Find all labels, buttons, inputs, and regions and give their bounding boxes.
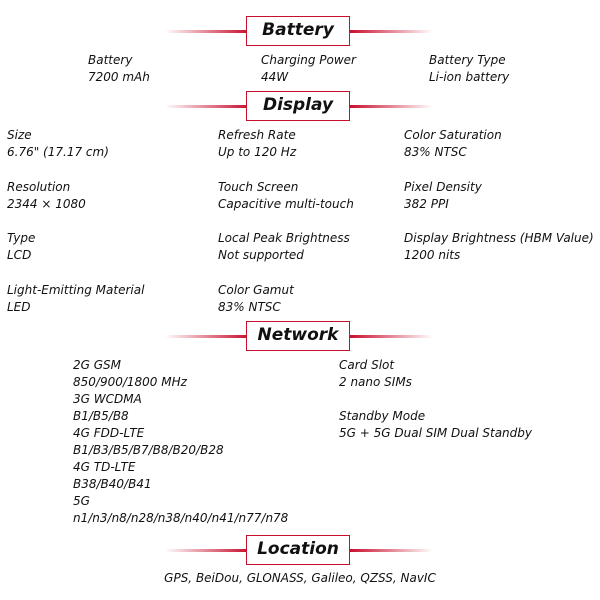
spec-value: Not supported [218, 248, 304, 262]
spec-label: Color Saturation [404, 128, 502, 142]
band-line: 850/900/1800 MHz [73, 375, 187, 389]
spec-charging-power: Charging Power 44W [261, 52, 356, 86]
spec-label: Color Gamut [218, 283, 294, 297]
divider-right [350, 335, 433, 338]
spec-label: Type [7, 231, 36, 245]
divider-left [165, 335, 248, 338]
band-line: n1/n3/n8/n28/n38/n40/n41/n77/n78 [73, 511, 289, 525]
band-line: 5G [73, 494, 90, 508]
spec-label: Refresh Rate [218, 128, 296, 142]
band-line: B38/B40/B41 [73, 477, 152, 491]
network-bands-list: 2G GSM 850/900/1800 MHz 3G WCDMA B1/B5/B… [73, 357, 288, 527]
spec-size: Size 6.76" (17.17 cm) [7, 127, 109, 161]
section-header-battery: Battery [0, 16, 600, 46]
spec-value: 83% NTSC [218, 300, 281, 314]
spec-label: Card Slot [339, 358, 395, 372]
section-title-network: Network [246, 321, 350, 351]
band-line: B1/B3/B5/B7/B8/B20/B28 [73, 443, 224, 457]
spec-light-emitting-material: Light-Emitting Material LED [7, 282, 144, 316]
spec-label: Battery [88, 53, 133, 67]
spec-label: Standby Mode [339, 409, 426, 423]
spec-value: 7200 mAh [88, 70, 150, 84]
spec-color-saturation: Color Saturation 83% NTSC [404, 127, 502, 161]
spec-resolution: Resolution 2344 × 1080 [7, 179, 86, 213]
spec-battery-type: Battery Type Li-ion battery [429, 52, 509, 86]
section-header-location: Location [0, 535, 600, 565]
divider-left [165, 549, 248, 552]
spec-value: 1200 nits [404, 248, 461, 262]
divider-right [350, 549, 433, 552]
spec-label: Display Brightness (HBM Value) [404, 231, 594, 245]
spec-value: Capacitive multi-touch [218, 197, 354, 211]
divider-left [165, 30, 248, 33]
spec-value: LED [7, 300, 31, 314]
spec-value: LCD [7, 248, 32, 262]
spec-card-slot: Card Slot 2 nano SIMs [339, 357, 412, 391]
spec-label: Resolution [7, 180, 71, 194]
spec-value: 382 PPI [404, 197, 449, 211]
divider-right [350, 30, 433, 33]
section-title-battery: Battery [246, 16, 350, 46]
spec-label: Charging Power [261, 53, 356, 67]
spec-label: Light-Emitting Material [7, 283, 145, 297]
spec-label: Local Peak Brightness [218, 231, 350, 245]
band-line: 3G WCDMA [73, 392, 142, 406]
spec-local-peak-brightness: Local Peak Brightness Not supported [218, 230, 350, 264]
spec-label: Touch Screen [218, 180, 299, 194]
band-line: 4G FDD-LTE [73, 426, 145, 440]
section-title-location: Location [246, 535, 350, 565]
divider-left [165, 105, 248, 108]
spec-value: 83% NTSC [404, 145, 467, 159]
spec-color-gamut: Color Gamut 83% NTSC [218, 282, 294, 316]
spec-value: 2344 × 1080 [7, 197, 86, 211]
spec-value: 6.76" (17.17 cm) [7, 145, 109, 159]
spec-type: Type LCD [7, 230, 35, 264]
spec-label: Battery Type [429, 53, 506, 67]
section-header-display: Display [0, 91, 600, 121]
spec-label: Pixel Density [404, 180, 482, 194]
spec-label: Size [7, 128, 32, 142]
spec-value: 44W [261, 70, 289, 84]
spec-value: 5G + 5G Dual SIM Dual Standby [339, 426, 533, 440]
section-title-display: Display [246, 91, 350, 121]
spec-refresh-rate: Refresh Rate Up to 120 Hz [218, 127, 296, 161]
location-systems: GPS, BeiDou, GLONASS, Galileo, QZSS, Nav… [164, 571, 436, 585]
spec-value: Li-ion battery [429, 70, 510, 84]
spec-standby-mode: Standby Mode 5G + 5G Dual SIM Dual Stand… [339, 408, 532, 442]
band-line: B1/B5/B8 [73, 409, 129, 423]
spec-value: 2 nano SIMs [339, 375, 412, 389]
band-line: 2G GSM [73, 358, 122, 372]
spec-battery-capacity: Battery 7200 mAh [88, 52, 150, 86]
spec-pixel-density: Pixel Density 382 PPI [404, 179, 482, 213]
spec-value: Up to 120 Hz [218, 145, 297, 159]
spec-touch-screen: Touch Screen Capacitive multi-touch [218, 179, 354, 213]
divider-right [350, 105, 433, 108]
spec-display-brightness: Display Brightness (HBM Value) 1200 nits [404, 230, 594, 264]
band-line: 4G TD-LTE [73, 460, 136, 474]
section-header-network: Network [0, 321, 600, 351]
